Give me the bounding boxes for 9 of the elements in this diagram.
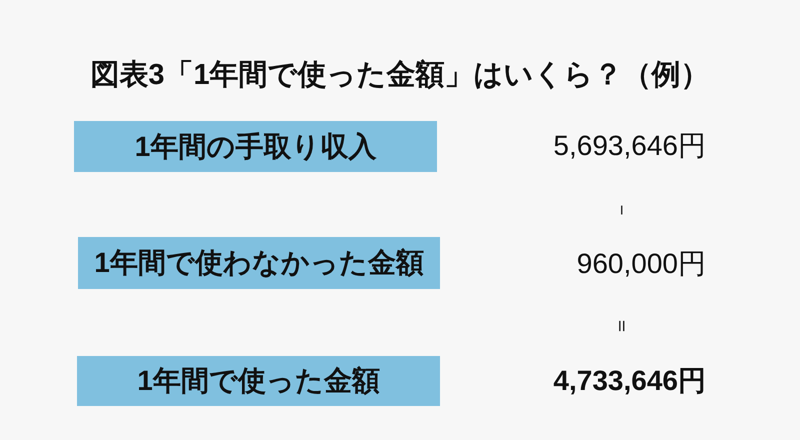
amount-text: 960,000円 bbox=[576, 247, 706, 281]
amount-text: 5,693,646円 bbox=[553, 129, 706, 163]
label-box: 1年間で使わなかった金額 bbox=[78, 237, 440, 289]
minus-sign: － bbox=[612, 200, 632, 220]
label-box: 1年間の手取り収入 bbox=[74, 121, 437, 172]
label-box: 1年間で使った金額 bbox=[77, 356, 440, 406]
equals-sign: ＝ bbox=[612, 316, 632, 336]
total-amount-text: 4,733,646円 bbox=[553, 364, 706, 398]
title: 図表3「1年間で使った金額」はいくら？（例） bbox=[90, 58, 710, 93]
